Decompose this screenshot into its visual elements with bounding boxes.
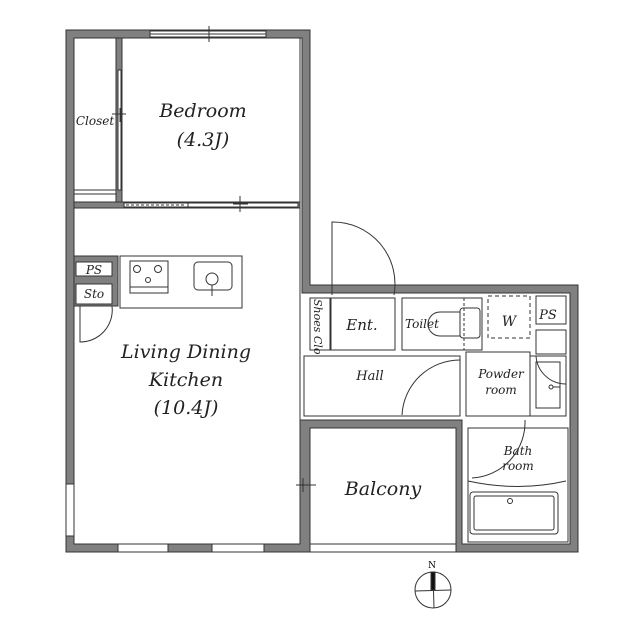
washer-space: [487, 295, 531, 339]
closet-label: Closet: [76, 114, 115, 128]
toilet-area: [401, 297, 483, 351]
ldk-size: (10.4J): [154, 397, 219, 419]
shoes-closet-label: Shoes Clo: [311, 299, 324, 355]
entrance-area: [330, 297, 396, 351]
ps-right-box: [535, 295, 567, 325]
ldk-label-line2: Kitchen: [148, 369, 223, 391]
powder-room-label-line2: room: [485, 383, 517, 397]
compass-icon: [414, 571, 452, 609]
storage-label: Sto: [84, 287, 104, 301]
bedroom-size: (4.3J): [177, 129, 230, 151]
entrance-label: Ent.: [345, 316, 377, 334]
bedroom-label: Bedroom: [158, 100, 246, 122]
bathroom-label-line1: Bath: [503, 444, 533, 458]
balcony-area: [309, 427, 457, 545]
ps-left-label: PS: [85, 263, 102, 277]
ldk-label-line1: Living Dining: [120, 341, 251, 363]
bathtub-icon: [467, 480, 567, 535]
compass-north-label: N: [428, 561, 436, 571]
closet-area: [73, 37, 117, 191]
toilet-label: Toilet: [405, 317, 439, 331]
bedroom-area: [121, 37, 301, 205]
powder-room-area: [465, 351, 531, 417]
powder-room-label-line1: Powder: [477, 367, 525, 381]
ps-left-box: [75, 261, 113, 277]
ps-right-label: PS: [538, 308, 557, 323]
shoes-closet: [309, 297, 331, 351]
washer-label: W: [502, 314, 518, 330]
bathroom-label-line2: room: [502, 459, 534, 473]
balcony-label: Balcony: [344, 478, 422, 500]
hall-label: Hall: [355, 369, 383, 384]
toilet-icon: [427, 298, 481, 350]
storage-box: [75, 283, 113, 305]
stove-burner-icon: [133, 265, 162, 283]
